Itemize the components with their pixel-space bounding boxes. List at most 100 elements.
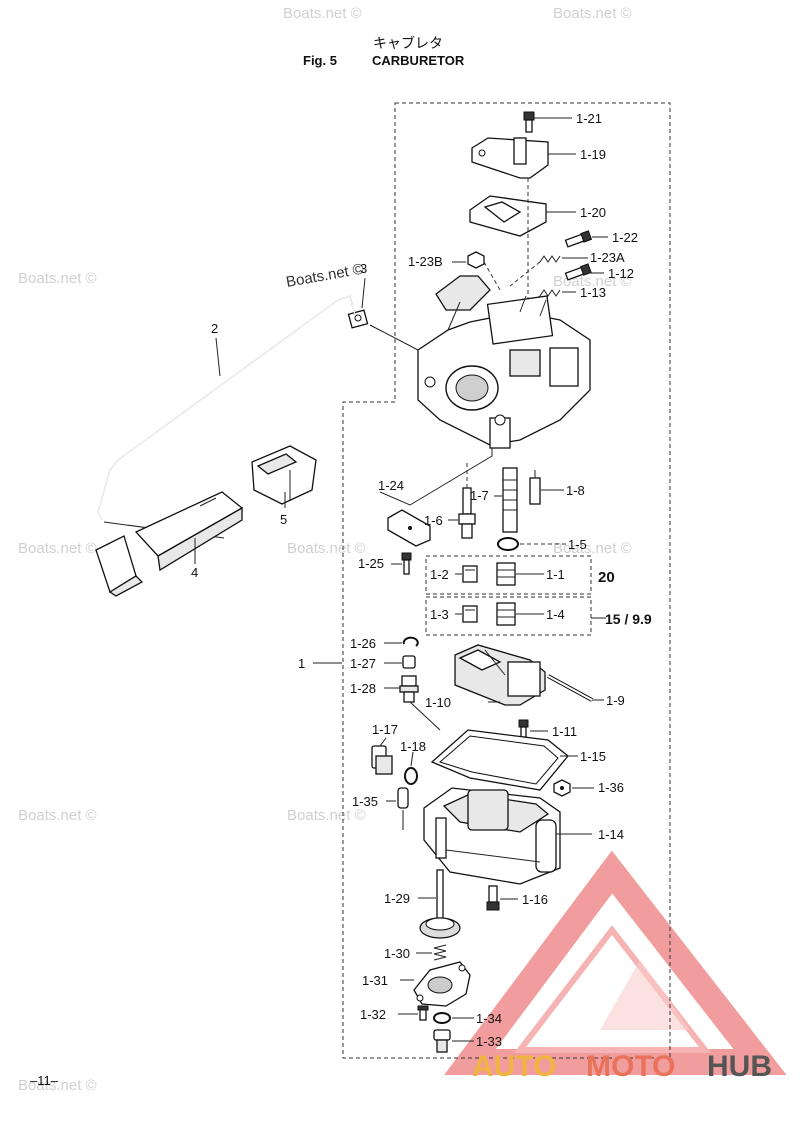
plunger-icon — [419, 869, 461, 939]
model-20-box — [425, 555, 592, 595]
screw-icon — [401, 552, 412, 575]
assembly-boundary — [342, 102, 671, 1059]
float-bowl-gasket-icon — [430, 729, 569, 791]
screw-icon — [417, 1005, 429, 1021]
callout-label: 1-1 — [546, 567, 565, 582]
callout-label: 1-29 — [384, 891, 410, 906]
callout-label: 1-9 — [606, 693, 625, 708]
japanese-title: キャブレタ — [373, 35, 443, 51]
callout-label: 1-8 — [566, 483, 585, 498]
callout-label: 1-23B — [408, 254, 443, 269]
spring-icon — [539, 255, 561, 263]
model-label-15-9-9: 15 / 9.9 — [605, 611, 652, 627]
jet-icon — [462, 605, 478, 623]
float-pin-icon — [547, 674, 593, 702]
watermark: Boats.net © — [285, 261, 365, 291]
spring-icon — [539, 289, 561, 297]
watermark: Boats.net © — [283, 5, 362, 22]
watermark: Boats.net © — [553, 5, 632, 22]
page-title: CARBURETOR — [372, 53, 465, 68]
throttle-handle-icon — [95, 491, 244, 597]
callout-label: 1-28 — [350, 681, 376, 696]
pin-icon — [397, 787, 409, 809]
callout-label: 2 — [211, 321, 218, 336]
watermark: Boats.net © — [18, 270, 97, 287]
callout-label: 1-26 — [350, 636, 376, 651]
callout-label: 1-4 — [546, 607, 565, 622]
watermark: Boats.net © — [18, 1077, 97, 1094]
watermark: Boats.net © — [553, 540, 632, 557]
callout-label: 1-12 — [608, 266, 634, 281]
cap-icon — [251, 445, 317, 505]
callout-label: 1-34 — [476, 1011, 502, 1026]
callout-label: 1-11 — [552, 724, 577, 739]
callout-label: 1-19 — [580, 147, 606, 162]
callout-label: 1-7 — [470, 488, 489, 503]
callout-label: 1-13 — [580, 285, 606, 300]
callout-label: 4 — [191, 565, 198, 580]
callout-label: 5 — [280, 512, 287, 527]
callout-label: 1-16 — [522, 892, 548, 907]
gasket-icon — [469, 195, 547, 237]
emulsion-tube-icon — [502, 467, 518, 533]
washer-icon — [433, 1012, 451, 1024]
callout-label: 1-17 — [372, 722, 398, 737]
watermark: Boats.net © — [287, 540, 366, 557]
callout-label: 1-25 — [358, 556, 384, 571]
callout-label: 1-20 — [580, 205, 606, 220]
logo-auto: AUTO — [472, 1050, 556, 1083]
callout-label: 1-31 — [362, 973, 388, 988]
callout-label: 1-36 — [598, 780, 624, 795]
jet-icon — [462, 565, 478, 583]
callout-label: 1-30 — [384, 946, 410, 961]
logo-hub: HUB — [707, 1050, 772, 1083]
callout-label: 1-10 — [425, 695, 451, 710]
cover-plate-icon — [471, 137, 549, 179]
nut-icon — [553, 779, 571, 797]
pump-cover-icon — [413, 961, 471, 1007]
screw-icon — [564, 263, 592, 281]
callout-label: 1-5 — [568, 537, 587, 552]
control-rod-icon — [97, 295, 356, 521]
drain-screw-icon — [433, 1029, 451, 1053]
washer-icon — [404, 767, 418, 785]
callout-label: 1-23A — [590, 250, 625, 265]
fig-label: Fig. 5 — [303, 53, 337, 68]
page-number: –11– — [30, 1073, 59, 1088]
spring-icon — [433, 944, 447, 961]
needle-valve-icon — [399, 675, 419, 703]
bracket-icon — [387, 509, 431, 547]
callout-label: 1-33 — [476, 1034, 502, 1049]
callout-label: 1-27 — [350, 656, 376, 671]
logo-moto: MOTO — [586, 1050, 675, 1083]
callout-label: 1-3 — [430, 607, 449, 622]
callout-label: 1-32 — [360, 1007, 386, 1022]
callout-label: 1-6 — [424, 513, 443, 528]
screw-icon — [564, 230, 593, 248]
callout-label: 1-2 — [430, 567, 449, 582]
automotohub-logo-text: AUTO MOTO HUB — [472, 1050, 772, 1083]
automotohub-logo-icon — [444, 850, 787, 1075]
callout-label: 3 — [360, 261, 367, 276]
jet-icon — [496, 562, 516, 586]
float-bowl-icon — [423, 787, 561, 885]
clip-icon — [347, 309, 369, 329]
pin-icon — [402, 655, 416, 669]
float-icon — [454, 644, 546, 706]
callout-label: 1 — [298, 656, 305, 671]
callout-label: 1-18 — [400, 739, 426, 754]
drain-plug-icon — [371, 745, 393, 775]
model-15-box — [425, 596, 592, 636]
valve-icon — [529, 470, 541, 505]
screw-icon — [486, 885, 500, 911]
o-ring-icon — [497, 537, 519, 551]
carburetor-body-icon — [417, 275, 591, 449]
callout-label: 1-21 — [576, 111, 602, 126]
watermark: Boats.net © — [18, 807, 97, 824]
nut-icon — [467, 251, 485, 269]
callout-label: 1-22 — [612, 230, 638, 245]
model-label-20: 20 — [598, 569, 615, 586]
screw-icon — [518, 719, 529, 738]
screw-icon — [523, 111, 535, 133]
